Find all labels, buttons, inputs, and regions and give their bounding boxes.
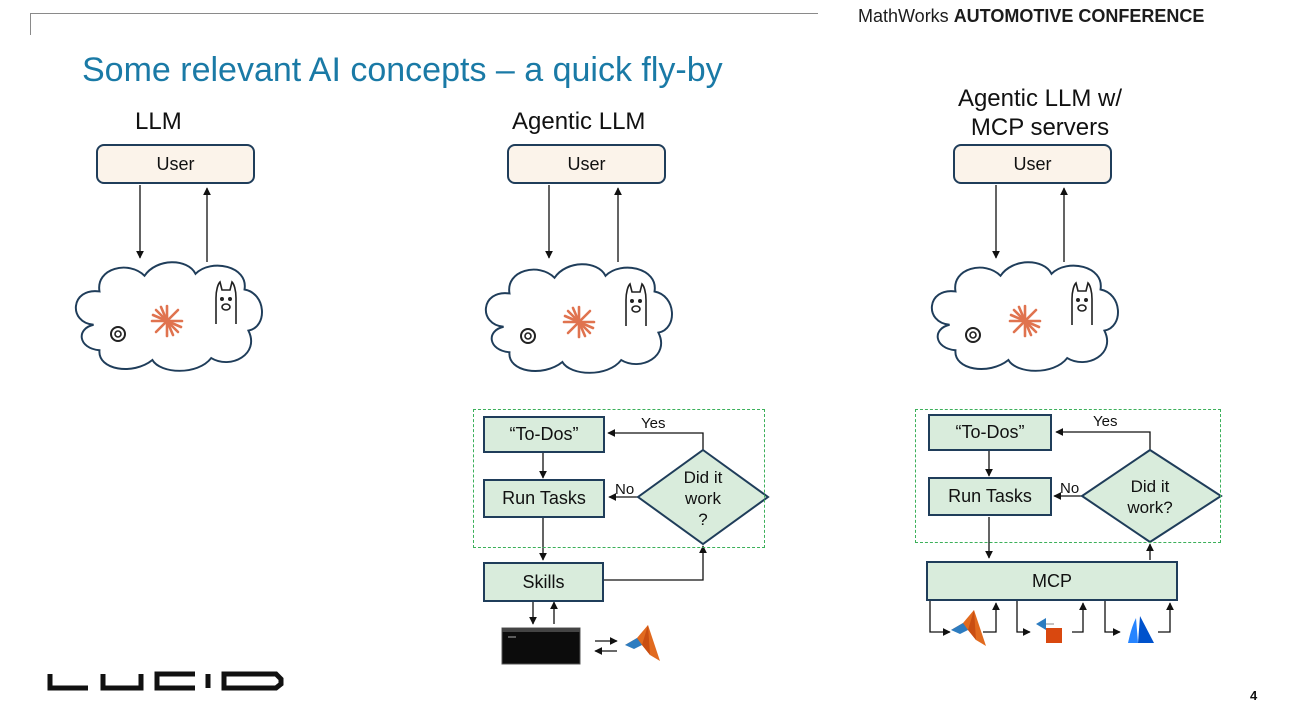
openai-icon — [965, 327, 981, 343]
llama-icon — [625, 282, 647, 326]
mcp-decision-text: Did it work? — [1110, 476, 1190, 518]
agentic-decision-diamond — [636, 448, 770, 546]
atlassian-to-mcp-arrow — [1158, 602, 1174, 633]
agentic-skills-to-check-arrow — [603, 545, 707, 581]
atlassian-icon — [1128, 616, 1154, 643]
slide-title: Some relevant AI concepts – a quick fly-… — [82, 51, 723, 89]
agentic-loop-container — [473, 409, 765, 548]
llama-icon — [215, 280, 237, 324]
anthropic-asterisk-icon — [150, 304, 184, 338]
page-number: 4 — [1250, 688, 1258, 703]
mcp-box: MCP — [926, 561, 1178, 601]
mcp-yes-arrow — [1055, 428, 1151, 450]
conference-header: MathWorks AUTOMOTIVE CONFERENCE — [858, 6, 1204, 27]
agentic-decision-line3: ? — [698, 510, 708, 529]
anthropic-asterisk-icon — [562, 305, 596, 339]
terminal-icon — [501, 627, 581, 665]
llm-user-box: User — [96, 144, 255, 184]
matlab-to-mcp-arrow — [983, 602, 1000, 633]
agentic-skills-box: Skills — [483, 562, 604, 602]
llama-icon — [1071, 281, 1093, 325]
openai-icon — [520, 328, 536, 344]
mcp-to-matlab-arrow — [929, 601, 951, 636]
openai-icon — [110, 326, 126, 342]
mcp-run-tasks-box: Run Tasks — [928, 477, 1052, 516]
header-rule — [30, 13, 818, 14]
lucid-logo — [47, 671, 284, 691]
mcp-decision-line2: work? — [1127, 498, 1173, 517]
mcp-yes-label: Yes — [1093, 413, 1118, 430]
anthropic-asterisk-icon — [1008, 304, 1042, 338]
mcp-user-box: User — [953, 144, 1112, 184]
mcp-to-atlassian-arrow — [1104, 601, 1121, 636]
agentic-yes-arrow — [607, 429, 704, 450]
header-rule-tick — [30, 13, 31, 35]
agentic-decision-line1: Did it — [683, 468, 723, 487]
agentic-todos-box: “To-Dos” — [483, 416, 605, 453]
agentic-run-tasks-box: Run Tasks — [483, 479, 605, 518]
llm-column-title: LLM — [135, 108, 182, 135]
llm-cloud — [74, 261, 263, 372]
agentic-no-label: No — [615, 481, 635, 498]
agentic-decision-text: Did it work ? — [668, 467, 738, 530]
agentic-column-title: Agentic LLM — [512, 108, 646, 135]
simulink-icon — [1036, 618, 1062, 643]
conference-brand: MathWorks — [858, 6, 954, 26]
agentic-yes-label: Yes — [641, 415, 666, 432]
mcp-column-title-line1: Agentic LLM w/ — [957, 85, 1123, 112]
matlab-icon — [951, 610, 986, 646]
matlab-icon — [625, 625, 660, 661]
agentic-decision-line2: work — [685, 489, 721, 508]
mcp-no-label: No — [1060, 480, 1080, 497]
simulink-to-mcp-arrow — [1072, 602, 1087, 633]
mcp-loop-container — [915, 409, 1221, 543]
mcp-to-simulink-arrow — [1016, 601, 1031, 636]
mcp-column-title-line2: MCP servers — [970, 114, 1110, 141]
agentic-user-box: User — [507, 144, 666, 184]
conference-name: AUTOMOTIVE CONFERENCE — [953, 6, 1205, 26]
mcp-column-title: Agentic LLM w/ MCP servers — [950, 84, 1130, 142]
mcp-decision-line1: Did it — [1130, 477, 1170, 496]
mcp-todos-box: “To-Dos” — [928, 414, 1052, 451]
